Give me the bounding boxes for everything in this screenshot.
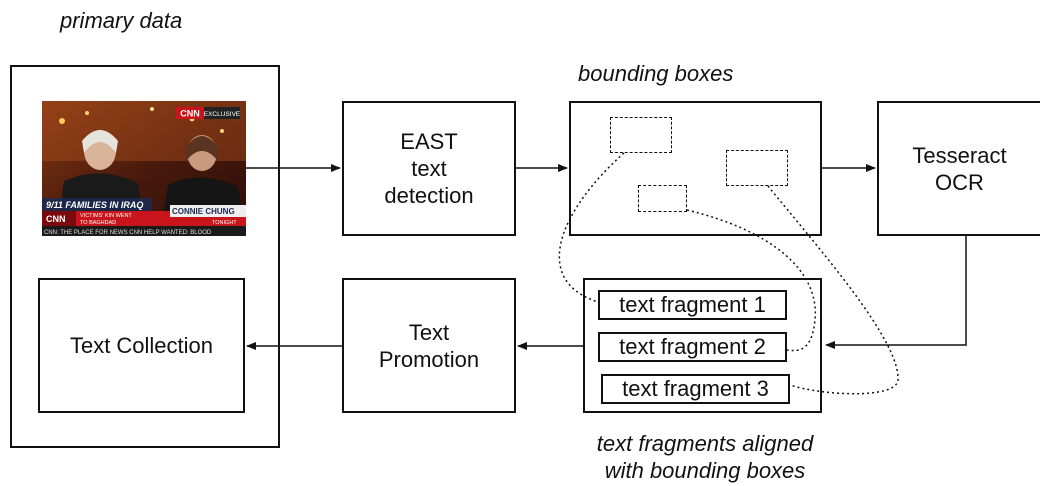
east-line-3: detection	[384, 183, 474, 208]
text-fragment-2: text fragment 2	[598, 332, 787, 362]
text-promotion-box: Text Promotion	[342, 278, 516, 413]
bounding-boxes-label: bounding boxes	[578, 61, 734, 86]
east-line-2: text	[411, 156, 447, 181]
aligned-caption-line-1: text fragments aligned	[596, 431, 814, 456]
east-line-1: EAST	[400, 129, 458, 154]
thumbnail-caption-1: VICTIMS' KIN WENT	[80, 213, 132, 219]
thumbnail-ticker: CNN: THE PLACE FOR NEWS CNN HELP WANTED:…	[44, 230, 212, 236]
text-promotion-line-2: Promotion	[378, 346, 480, 372]
exclusive-badge: EXCLUSIVE	[204, 111, 241, 118]
thumbnail-caption-2: TO BAGHDAD	[80, 220, 116, 226]
bounding-boxes-panel	[569, 101, 822, 236]
text-collection-box: Text Collection	[38, 278, 245, 413]
aligned-caption-line-2: with bounding boxes	[604, 458, 806, 483]
aligned-caption: text fragments aligned with bounding box…	[560, 430, 850, 484]
text-promotion-line-1: Text	[408, 319, 450, 345]
show-time: TONIGHT	[212, 220, 237, 226]
bounding-box-3	[638, 185, 687, 212]
dotted-link-box2-fragment3	[767, 185, 899, 395]
video-thumbnail: CNN EXCLUSIVE 9/11 FAMILIES IN IRAQ CNN …	[42, 101, 246, 236]
text-fragment-1: text fragment 1	[598, 290, 787, 320]
tesseract-line-2: OCR	[935, 169, 984, 195]
primary-data-label: primary data	[60, 8, 183, 33]
dotted-link-box3-fragment2	[686, 209, 817, 352]
tesseract-box: Tesseract OCR	[877, 101, 1040, 236]
bounding-box-1	[610, 117, 672, 153]
cnn-logo: CNN	[180, 109, 200, 119]
svg-text:CNN: CNN	[46, 214, 66, 224]
text-fragment-3: text fragment 3	[601, 374, 790, 404]
thumbnail-headline: 9/11 FAMILIES IN IRAQ	[46, 200, 143, 210]
dotted-link-box1-fragment1	[558, 152, 625, 303]
show-name: CONNIE CHUNG	[172, 207, 235, 216]
tesseract-line-1: Tesseract	[912, 142, 1007, 168]
east-box: EAST text detection	[342, 101, 516, 236]
bounding-box-2	[726, 150, 788, 186]
text-collection-label: Text Collection	[69, 333, 214, 358]
arrow-tesseract-to-fragments	[825, 236, 967, 349]
